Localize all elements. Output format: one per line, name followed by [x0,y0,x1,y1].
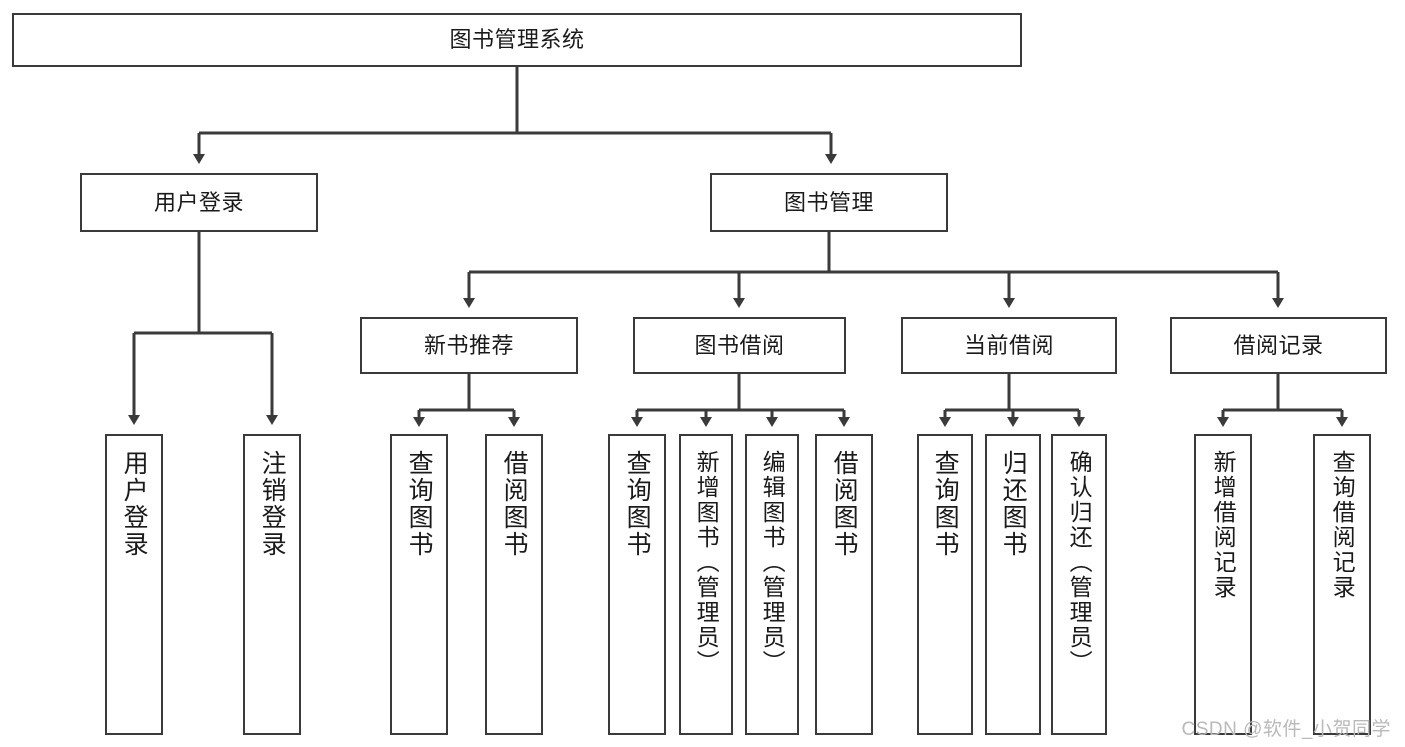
leaf-query-borrow-record-label: 查询借阅记录 [1329,450,1356,600]
leaf-return-book-label: 归还图书 [999,450,1028,558]
leaf-borrow-book-newbook[interactable]: 借阅图书 [485,434,543,735]
node-book-management[interactable]: 图书管理 [710,173,948,232]
node-root[interactable]: 图书管理系统 [12,13,1022,67]
node-book-borrow-label: 图书借阅 [694,332,785,358]
leaf-query-book-current-label: 查询图书 [931,450,960,558]
leaf-query-book-borrow[interactable]: 查询图书 [608,434,666,735]
node-user-login[interactable]: 用户登录 [80,173,318,232]
leaf-add-borrow-record[interactable]: 新增借阅记录 [1194,434,1252,735]
node-new-book-recommend[interactable]: 新书推荐 [360,317,578,374]
leaf-edit-book-admin-label: 编辑图书（管理员） [759,450,786,675]
leaf-query-book-current[interactable]: 查询图书 [917,434,973,735]
leaf-confirm-return-admin-label: 确认归还（管理员） [1066,450,1093,675]
leaf-logout[interactable]: 注销登录 [243,434,301,735]
node-book-borrow[interactable]: 图书借阅 [633,317,846,374]
leaf-borrow-book[interactable]: 借阅图书 [815,434,873,735]
watermark-text: CSDN @软件_小贺同学 [1181,719,1391,740]
node-current-borrow[interactable]: 当前借阅 [901,317,1117,374]
leaf-query-book-borrow-label: 查询图书 [623,450,652,558]
node-borrow-record-label: 借阅记录 [1233,332,1324,358]
leaf-return-book[interactable]: 归还图书 [985,434,1041,735]
node-borrow-record[interactable]: 借阅记录 [1170,317,1387,374]
node-current-borrow-label: 当前借阅 [963,332,1054,358]
leaf-edit-book-admin[interactable]: 编辑图书（管理员） [745,434,799,735]
leaf-user-login[interactable]: 用户登录 [105,434,163,735]
node-book-management-label: 图书管理 [783,189,874,215]
leaf-add-borrow-record-label: 新增借阅记录 [1210,450,1237,600]
leaf-add-book-admin-label: 新增图书（管理员） [693,450,720,675]
leaf-user-login-label: 用户登录 [120,450,149,558]
leaf-query-borrow-record[interactable]: 查询借阅记录 [1313,434,1371,735]
leaf-logout-label: 注销登录 [258,450,287,558]
node-new-book-recommend-label: 新书推荐 [423,332,514,358]
leaf-borrow-book-label: 借阅图书 [830,450,859,558]
node-user-login-label: 用户登录 [153,189,244,215]
node-root-label: 图书管理系统 [449,27,585,53]
leaf-borrow-book-newbook-label: 借阅图书 [500,450,529,558]
leaf-query-book-newbook[interactable]: 查询图书 [390,434,448,735]
leaf-add-book-admin[interactable]: 新增图书（管理员） [679,434,733,735]
leaf-confirm-return-admin[interactable]: 确认归还（管理员） [1051,434,1107,735]
leaf-query-book-newbook-label: 查询图书 [405,450,434,558]
